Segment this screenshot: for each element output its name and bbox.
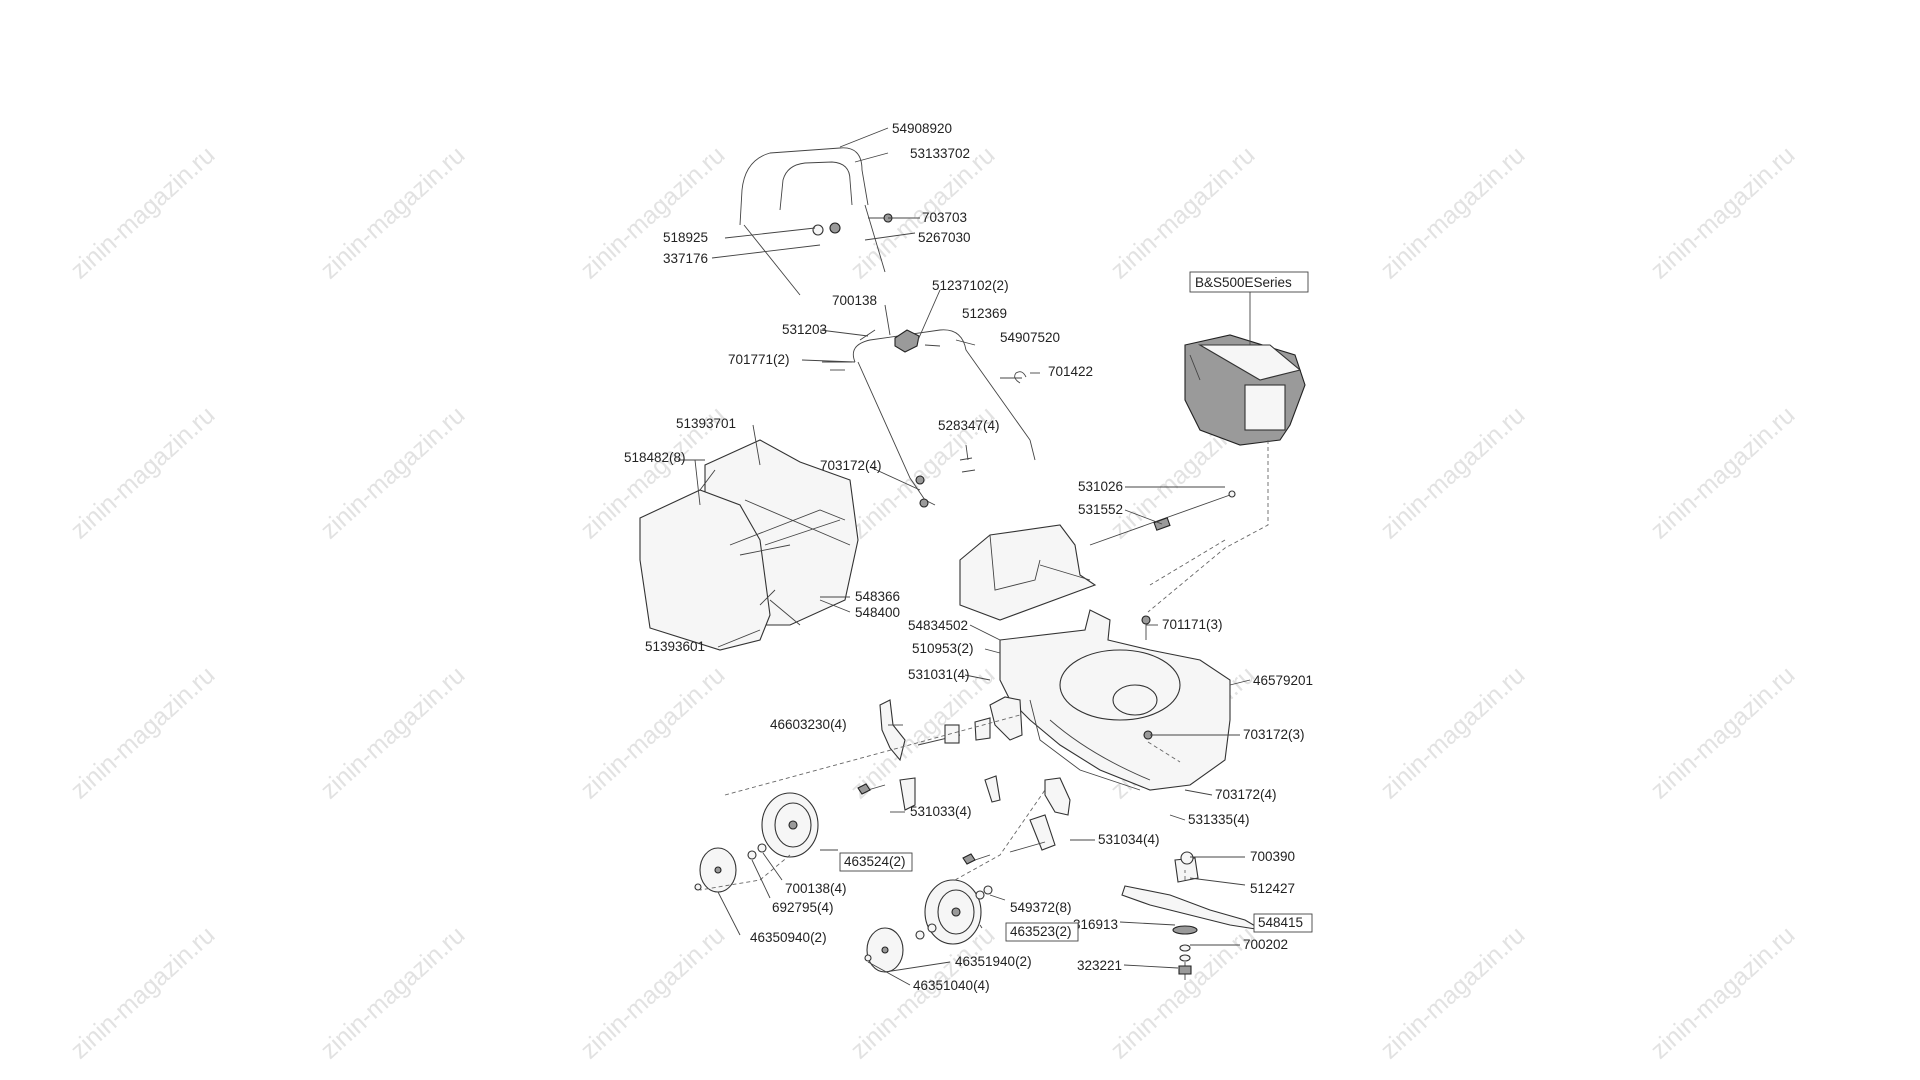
part-label[interactable]: 518925 — [663, 230, 708, 245]
part-label[interactable]: 46350940(2) — [750, 930, 827, 945]
watermark: zinin-magazin.ru — [1645, 401, 1800, 545]
wheel-washers[interactable] — [694, 843, 993, 962]
part-label[interactable]: 531335(4) — [1188, 812, 1250, 827]
watermark: zinin-magazin.ru — [1105, 141, 1260, 285]
part-label[interactable]: 51237102(2) — [932, 278, 1009, 293]
part-label[interactable]: 51393601 — [645, 639, 705, 654]
watermark: zinin-magazin.ru — [575, 921, 730, 1065]
rear-cover[interactable] — [959, 524, 1097, 621]
part-label[interactable]: 53133702 — [910, 146, 970, 161]
part-label[interactable]: 531203 — [782, 322, 827, 337]
part-label[interactable]: 54908920 — [892, 121, 952, 136]
lower-bolts[interactable] — [830, 329, 976, 508]
watermark: zinin-magazin.ru — [1375, 661, 1530, 805]
deck-screws[interactable] — [1141, 615, 1153, 740]
part-labels: 54908920 53133702 703703 518925 5267030 … — [624, 121, 1313, 993]
part-label[interactable]: 701771(2) — [728, 352, 790, 367]
part-label[interactable]: 700202 — [1243, 937, 1288, 952]
part-label[interactable]: 548400 — [855, 605, 900, 620]
part-label[interactable]: 531552 — [1078, 502, 1123, 517]
watermark: zinin-magazin.ru — [65, 921, 220, 1065]
front-wheel-large[interactable] — [924, 879, 982, 945]
bag-frame[interactable] — [729, 509, 846, 556]
watermark: zinin-magazin.ru — [315, 921, 470, 1065]
wheel-bolts[interactable] — [857, 783, 991, 865]
part-label[interactable]: 703703 — [922, 210, 967, 225]
part-label[interactable]: 700138(4) — [785, 881, 847, 896]
part-label[interactable]: 51393701 — [676, 416, 736, 431]
part-label[interactable]: 5267030 — [918, 230, 971, 245]
part-label[interactable]: 703172(4) — [1215, 787, 1277, 802]
grass-collector-bag[interactable] — [639, 439, 859, 651]
part-label[interactable]: 463523(2) — [1010, 924, 1072, 939]
watermark: zinin-magazin.ru — [65, 401, 220, 545]
part-label[interactable]: 692795(4) — [772, 900, 834, 915]
watermark: zinin-magazin.ru — [315, 661, 470, 805]
part-label[interactable]: 54907520 — [1000, 330, 1060, 345]
handle-knob-small[interactable] — [812, 222, 841, 236]
part-label[interactable]: 549372(8) — [1010, 900, 1072, 915]
blade-bolt[interactable] — [1172, 925, 1198, 980]
height-lever-rear[interactable] — [984, 775, 1071, 853]
rear-wheel-large[interactable] — [761, 792, 819, 858]
part-label[interactable]: 316913 — [1073, 917, 1118, 932]
part-label[interactable]: 703172(4) — [820, 458, 882, 473]
engine-label[interactable]: B&S500ESeries — [1195, 275, 1292, 290]
assembly-lines — [699, 440, 1269, 891]
watermark: zinin-magazin.ru — [1375, 921, 1530, 1065]
blade[interactable] — [1121, 885, 1263, 931]
part-label[interactable]: 46351040(4) — [913, 978, 990, 993]
watermark: zinin-magazin.ru — [1645, 141, 1800, 285]
part-label[interactable]: 531034(4) — [1098, 832, 1160, 847]
watermark: zinin-magazin.ru — [1375, 401, 1530, 545]
part-label[interactable]: 46351940(2) — [955, 954, 1032, 969]
watermark: zinin-magazin.ru — [1105, 921, 1260, 1065]
watermark: zinin-magazin.ru — [575, 661, 730, 805]
watermark: zinin-magazin.ru — [1375, 141, 1530, 285]
part-label[interactable]: 46579201 — [1253, 673, 1313, 688]
leader-lines — [678, 127, 1277, 986]
part-label[interactable]: 548366 — [855, 589, 900, 604]
cable-guide[interactable] — [1014, 371, 1027, 384]
watermark: zinin-magazin.ru — [65, 141, 220, 285]
height-lever-front[interactable] — [879, 699, 961, 811]
part-label[interactable]: 700390 — [1250, 849, 1295, 864]
part-label[interactable]: 528347(4) — [938, 418, 1000, 433]
watermark: zinin-magazin.ru — [1645, 921, 1800, 1065]
part-label[interactable]: 510953(2) — [912, 641, 974, 656]
part-label[interactable]: 46603230(4) — [770, 717, 847, 732]
watermark: zinin-magazin.ru — [1645, 661, 1800, 805]
engine-label-box — [1189, 271, 1309, 293]
part-label[interactable]: 531026 — [1078, 479, 1123, 494]
part-label[interactable]: 512427 — [1250, 881, 1295, 896]
watermark: zinin-magazin.ru — [315, 141, 470, 285]
part-label[interactable]: 701422 — [1048, 364, 1093, 379]
part-label[interactable]: 337176 — [663, 251, 708, 266]
part-label[interactable]: 323221 — [1077, 958, 1122, 973]
part-label[interactable]: 701171(3) — [1162, 617, 1223, 632]
front-wheel-cap[interactable] — [866, 927, 904, 973]
blade-adapter[interactable] — [1174, 851, 1199, 883]
part-label[interactable]: 518482(8) — [624, 450, 686, 465]
part-label[interactable]: 531033(4) — [910, 804, 972, 819]
part-label-box — [1005, 922, 1079, 942]
part-label[interactable]: 531031(4) — [908, 667, 970, 682]
deck-bracket[interactable] — [974, 696, 1023, 741]
watermark: zinin-magazin.ru — [315, 401, 470, 545]
part-label[interactable]: 700138 — [832, 293, 877, 308]
part-label[interactable]: 54834502 — [908, 618, 968, 633]
part-label[interactable]: 512369 — [962, 306, 1007, 321]
part-label[interactable]: 548415 — [1258, 915, 1303, 930]
part-label-box — [839, 852, 913, 872]
part-label[interactable]: 463524(2) — [844, 854, 906, 869]
handle-knob[interactable] — [894, 329, 920, 353]
part-label[interactable]: 703172(3) — [1243, 727, 1305, 742]
rear-wheel-cap[interactable] — [699, 847, 737, 893]
cutting-deck[interactable] — [999, 609, 1231, 791]
part-label-box — [1253, 913, 1313, 933]
engine[interactable] — [1184, 334, 1306, 446]
watermark: zinin-magazin.ru — [65, 661, 220, 805]
